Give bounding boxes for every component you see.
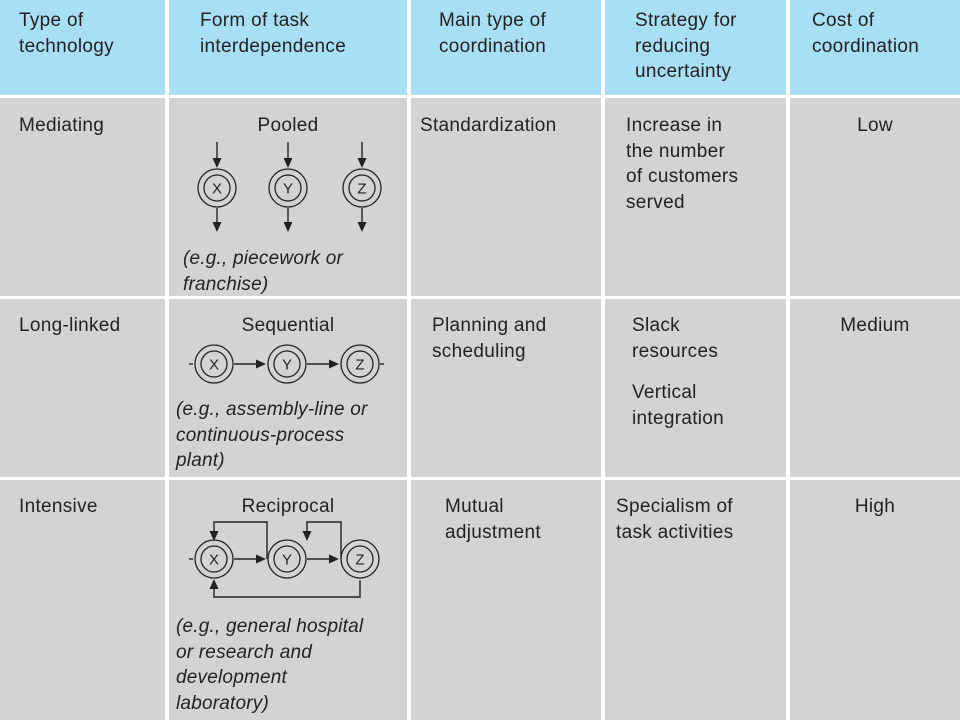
interdependence-label: Sequential <box>241 315 335 336</box>
reciprocal-example: (e.g., general hospital or research and … <box>176 616 364 714</box>
row-intensive-technology: Intensive <box>0 480 165 720</box>
pooled-diagram: X Y Z <box>197 142 382 232</box>
sequential-diagram: X Y Z <box>189 344 384 384</box>
row-mediating-coordination: Standardization <box>411 98 601 296</box>
pooled-node-z: Z <box>342 142 382 232</box>
header-cell-cost: Cost of coordination <box>790 0 960 95</box>
technology-label: Long-linked <box>19 315 121 336</box>
strategy-label: Increase in the number of customers serv… <box>626 115 739 213</box>
pooled-node-x: X <box>197 142 237 232</box>
row-intensive-cost: High <box>790 480 960 720</box>
technology-label: Intensive <box>19 496 98 517</box>
coordination-label: Mutual adjustment <box>445 496 541 543</box>
reciprocal-node-y-label: Y <box>282 552 292 569</box>
header-interdependence: Form of task interdependence <box>200 10 347 57</box>
sequential-node-x-label: X <box>209 357 219 374</box>
coordination-label: Standardization <box>420 115 557 136</box>
row-intensive-coordination: Mutual adjustment <box>411 480 601 720</box>
technology-label: Mediating <box>19 115 105 136</box>
header-cost: Cost of coordination <box>812 10 920 57</box>
header-strategy: Strategy for reducing uncertainty <box>635 10 737 82</box>
row-long-linked-coordination: Planning and scheduling <box>411 299 601 477</box>
interdependence-label: Pooled <box>257 115 319 136</box>
strategy-label: Slack resources <box>632 315 719 362</box>
row-long-linked-strategy: Slack resources Vertical integration <box>605 299 786 477</box>
strategy-label-secondary: Vertical integration <box>632 382 725 429</box>
sequential-example: (e.g., assembly-line or continuous-proce… <box>176 399 368 471</box>
cost-label: Medium <box>840 315 910 336</box>
sequential-node-y-label: Y <box>282 357 292 374</box>
reciprocal-node-z-label: Z <box>355 552 364 569</box>
coordination-label: Planning and scheduling <box>432 315 547 362</box>
header-cell-interdependence: Form of task interdependence <box>169 0 407 95</box>
row-mediating-strategy: Increase in the number of customers serv… <box>605 98 786 296</box>
pooled-example: (e.g., piecework or franchise) <box>183 248 344 295</box>
row-mediating-interdependence: Pooled X Y Z (e.g., piecework or franchi… <box>169 98 407 296</box>
row-mediating-cost: Low <box>790 98 960 296</box>
pooled-node-y-label: Y <box>283 181 293 198</box>
row-long-linked-technology: Long-linked <box>0 299 165 477</box>
interdependence-label: Reciprocal <box>241 496 335 517</box>
pooled-node-y: Y <box>268 142 308 232</box>
row-mediating-technology: Mediating <box>0 98 165 296</box>
row-intensive-interdependence: Reciprocal X Y Z (e.g., general hospital… <box>169 480 407 720</box>
pooled-node-x-label: X <box>212 181 222 198</box>
pooled-node-z-label: Z <box>357 181 366 198</box>
header-cell-technology: Type of technology <box>0 0 165 95</box>
row-intensive-strategy: Specialism of task activities <box>605 480 786 720</box>
header-coordination: Main type of coordination <box>439 10 547 57</box>
header-cell-coordination: Main type of coordination <box>411 0 601 95</box>
header-cell-strategy: Strategy for reducing uncertainty <box>605 0 786 95</box>
cost-label: Low <box>857 115 893 136</box>
header-technology: Type of technology <box>19 10 114 57</box>
reciprocal-diagram: X Y Z <box>189 521 380 598</box>
strategy-label: Specialism of task activities <box>616 496 734 543</box>
cost-label: High <box>854 496 896 517</box>
reciprocal-node-x-label: X <box>209 552 219 569</box>
row-long-linked-interdependence: Sequential X Y Z (e.g., assembly-line or… <box>169 299 407 477</box>
sequential-node-z-label: Z <box>355 357 364 374</box>
row-long-linked-cost: Medium <box>790 299 960 477</box>
